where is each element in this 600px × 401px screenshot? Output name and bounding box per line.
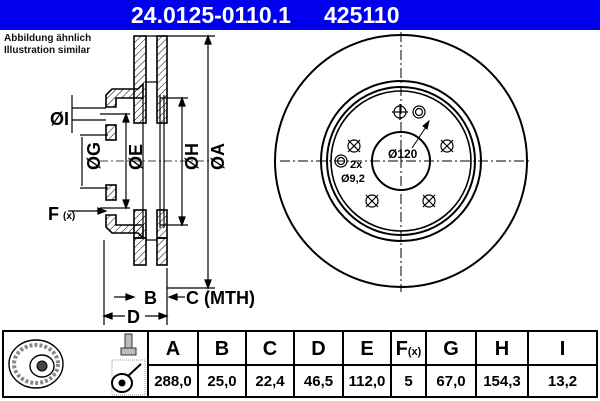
label-holes-dia: Ø9,2 (341, 173, 365, 185)
col-header-f-label: F (395, 338, 408, 360)
value-d: 46,5 (293, 366, 342, 398)
label-dia-a: ØA (208, 143, 228, 170)
label-f-sub: (x) (63, 211, 75, 222)
label-holes-count: 2x (350, 159, 363, 171)
part-number: 24.0125-0110.1 (131, 2, 291, 28)
title-bar: 24.0125-0110.1 425110 (0, 0, 600, 30)
note-english: Illustration similar (4, 45, 91, 56)
label-f: F (48, 204, 59, 224)
value-f: 5 (390, 366, 425, 398)
col-header-d: D (293, 332, 342, 366)
col-header-g: G (425, 332, 475, 366)
brake-disc-icon (8, 339, 64, 389)
label-pcd: Ø120 (388, 147, 418, 161)
value-i: 13,2 (527, 366, 596, 398)
label-d: D (127, 307, 140, 327)
label-b: B (144, 288, 157, 308)
illustration-note: Abbildung ähnlich Illustration similar (4, 33, 91, 57)
value-b: 25,0 (197, 366, 245, 398)
technical-drawing: ØI ØG ØE ØH ØA F (x) B C (MTH) D Ø120 2x… (48, 32, 532, 327)
label-dia-i: ØI (50, 109, 69, 129)
col-header-i: I (527, 332, 596, 366)
value-a: 288,0 (147, 366, 197, 398)
value-c: 22,4 (245, 366, 293, 398)
note-german: Abbildung ähnlich (4, 33, 92, 44)
value-g: 67,0 (425, 366, 475, 398)
label-dia-e: ØE (126, 144, 146, 170)
label-dia-h: ØH (182, 143, 202, 170)
label-dia-g: ØG (84, 142, 104, 170)
screw-tool-icon (111, 359, 146, 396)
reference-number: 425110 (324, 2, 400, 28)
col-header-a: A (147, 332, 197, 366)
product-image-cell (4, 332, 147, 396)
col-header-h: H (475, 332, 527, 366)
dimensions-table: A B C D E F(x) G H I 288,0 25,0 22,4 46,… (2, 330, 598, 398)
col-header-e: E (342, 332, 390, 366)
value-h: 154,3 (475, 366, 527, 398)
col-header-b: B (197, 332, 245, 366)
bolt-holes (334, 104, 454, 208)
front-view (274, 32, 532, 292)
col-header-f: F(x) (390, 332, 425, 366)
bolt-icon (120, 333, 137, 356)
value-e: 112,0 (342, 366, 390, 398)
label-c: C (MTH) (186, 288, 255, 308)
side-outline (68, 34, 215, 325)
col-header-f-sub: (x) (407, 346, 422, 358)
col-header-c: C (245, 332, 293, 366)
